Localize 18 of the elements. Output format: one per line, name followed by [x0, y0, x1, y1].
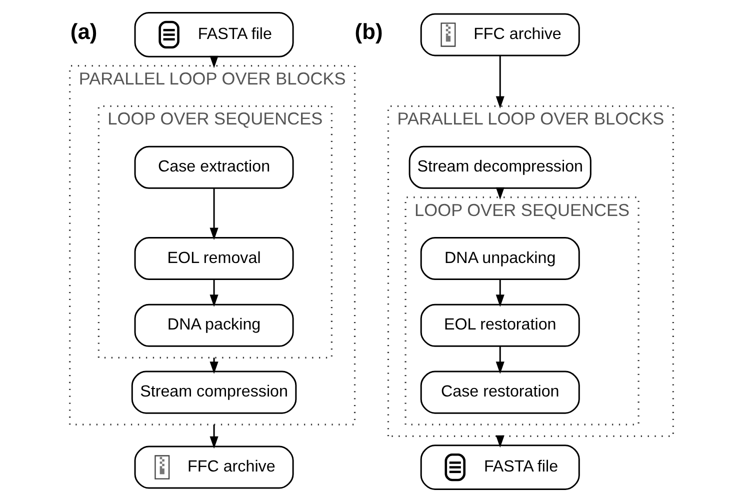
node-box: FFC archive	[134, 446, 294, 489]
node-box: EOL removal	[134, 236, 294, 280]
node-box: FASTA file	[420, 444, 580, 490]
arrow	[495, 346, 504, 374]
label: (b)	[354, 18, 382, 44]
node-box: Case extraction	[134, 146, 294, 189]
node-box: DNA packing	[134, 304, 294, 347]
node-box: DNA unpacking	[420, 236, 580, 280]
node-box: FFC archive	[420, 13, 580, 56]
node-box: EOL restoration	[420, 304, 580, 347]
label: (a)	[70, 18, 97, 44]
arrow	[209, 424, 218, 449]
node-box: Stream compression	[130, 370, 296, 414]
node-box: Case restoration	[420, 370, 580, 414]
arrow	[209, 279, 218, 307]
arrow	[495, 56, 504, 108]
arrow	[495, 279, 504, 307]
arrow	[209, 188, 218, 240]
